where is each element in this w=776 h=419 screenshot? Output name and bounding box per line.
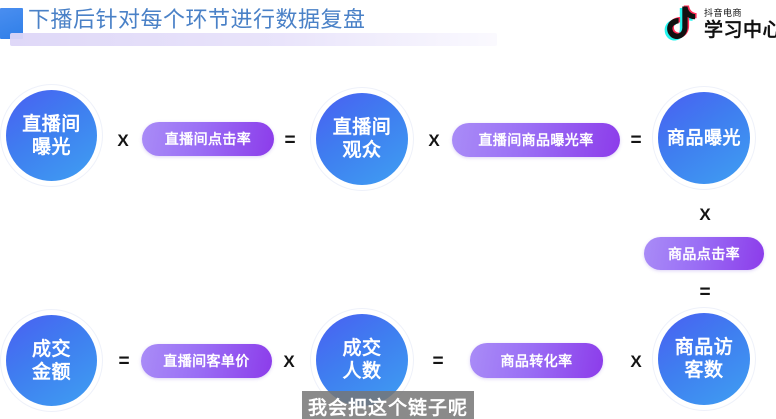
metric-product-ctr[interactable]: 商品点击率: [644, 237, 764, 270]
node-live-room-viewers[interactable]: 直播间 观众: [316, 93, 408, 185]
operator-equals-top-2: =: [630, 130, 642, 151]
brand-subtitle: 抖音电商: [703, 7, 742, 18]
title-underline-bar: [10, 33, 497, 46]
metric-product-conversion-rate[interactable]: 商品转化率: [470, 343, 603, 378]
douyin-note-icon: [664, 4, 698, 44]
operator-multiply-bridge: X: [699, 205, 711, 224]
page-title: 下播后针对每个环节进行数据复盘: [28, 7, 366, 32]
operator-equals-bridge: =: [699, 282, 711, 303]
title-accent-bar: [0, 8, 23, 39]
operator-equals-top-1: =: [284, 130, 296, 151]
operator-equals-bottom-2: =: [432, 351, 444, 372]
operator-multiply-top-1: X: [117, 131, 129, 150]
metric-live-room-product-exposure-rate[interactable]: 直播间商品曝光率: [452, 123, 620, 157]
brand-name: 学习中心: [703, 19, 776, 41]
brand-logo: 抖音电商 学习中心: [664, 4, 776, 44]
metric-live-room-ctr[interactable]: 直播间点击率: [142, 122, 274, 156]
node-product-visitors[interactable]: 商品访 客数: [658, 313, 750, 405]
metric-live-room-arpu[interactable]: 直播间客单价: [141, 344, 272, 378]
operator-equals-bottom-1: =: [118, 351, 130, 372]
operator-multiply-top-2: X: [428, 131, 440, 150]
node-buyer-count[interactable]: 成交 人数: [316, 314, 408, 406]
brand-text: 抖音电商 学习中心: [703, 7, 776, 41]
operator-multiply-bottom-1: X: [283, 352, 295, 371]
operator-multiply-bottom-2: X: [630, 352, 642, 371]
node-gmv[interactable]: 成交 金额: [6, 315, 97, 406]
video-caption: 我会把这个链子呢: [301, 391, 475, 419]
node-live-room-exposure[interactable]: 直播间 曝光: [6, 90, 97, 181]
node-product-exposure[interactable]: 商品曝光: [658, 92, 750, 184]
